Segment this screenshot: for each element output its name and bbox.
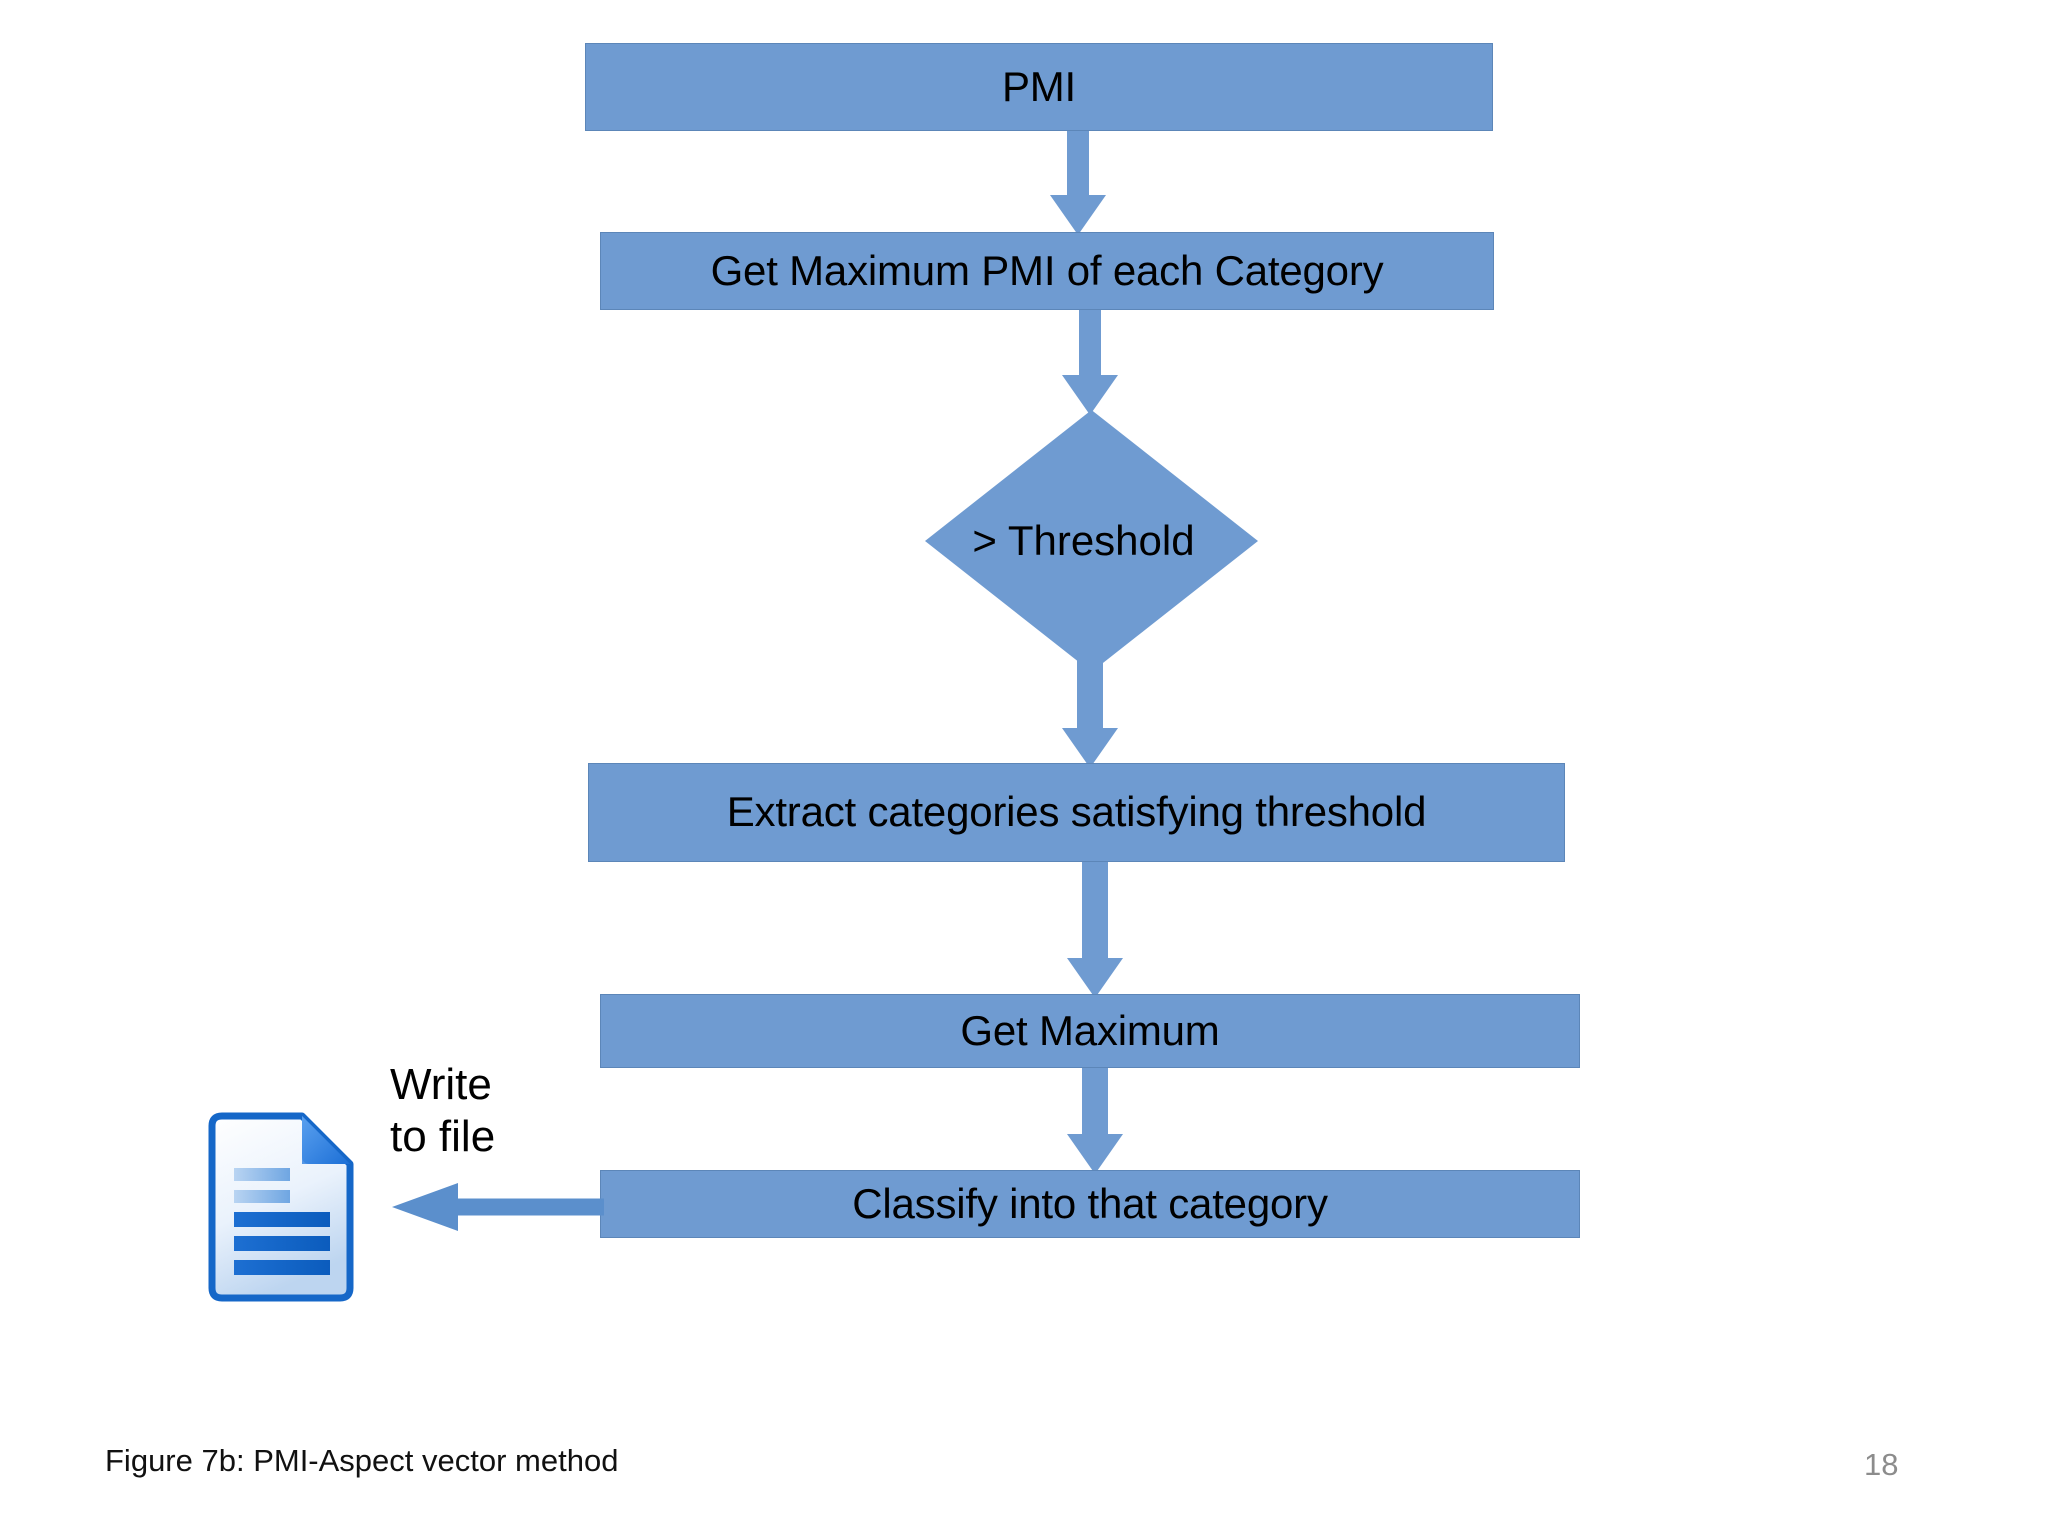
document-file-icon[interactable]: [198, 1112, 358, 1302]
arrow-shaft: [1077, 660, 1103, 730]
flow-node-classify-label: Classify into that category: [852, 1179, 1328, 1227]
page-number: 18: [1864, 1447, 1899, 1482]
flow-node-pmi-label: PMI: [1001, 62, 1077, 110]
arrow-head-down-icon: [1067, 958, 1123, 998]
arrow-threshold-to-extract: [1062, 660, 1118, 768]
flow-node-extract[interactable]: Extract categories satisfying threshold: [588, 763, 1565, 862]
figure-caption: Figure 7b: PMI-Aspect vector method: [105, 1443, 619, 1478]
arrow-classify-to-file: [392, 1183, 604, 1231]
write-to-file-label: Write to file: [390, 1060, 496, 1161]
arrow-head-down-icon: [1062, 728, 1118, 768]
arrow-shaft: [1082, 1068, 1108, 1136]
flow-node-get-maximum[interactable]: Get Maximum: [600, 994, 1580, 1068]
flow-node-get-max-category[interactable]: Get Maximum PMI of each Category: [600, 232, 1494, 310]
arrow-pmi-to-get-max-category: [1050, 131, 1106, 235]
flow-node-pmi[interactable]: PMI: [585, 43, 1493, 131]
arrow-head-down-icon: [1062, 375, 1118, 415]
arrow-extract-to-get-maximum: [1067, 862, 1123, 998]
arrow-get-max-category-to-threshold: [1062, 310, 1118, 415]
flow-node-threshold-decision[interactable]: > Threshold: [925, 410, 1258, 672]
arrow-shaft: [1067, 131, 1089, 197]
arrow-head-down-icon: [1050, 195, 1106, 235]
arrow-shaft: [452, 1198, 604, 1216]
flow-node-get-maximum-label: Get Maximum: [960, 1006, 1220, 1054]
arrow-shaft: [1079, 310, 1101, 378]
arrow-shaft: [1082, 862, 1108, 960]
flow-node-classify[interactable]: Classify into that category: [600, 1170, 1580, 1238]
arrow-head-left-icon: [392, 1183, 458, 1231]
arrow-head-down-icon: [1067, 1134, 1123, 1174]
flow-node-threshold-label: > Threshold: [972, 517, 1195, 564]
arrow-get-maximum-to-classify: [1067, 1068, 1123, 1174]
flow-node-extract-label: Extract categories satisfying threshold: [726, 788, 1427, 836]
flow-node-get-max-category-label: Get Maximum PMI of each Category: [710, 246, 1384, 294]
